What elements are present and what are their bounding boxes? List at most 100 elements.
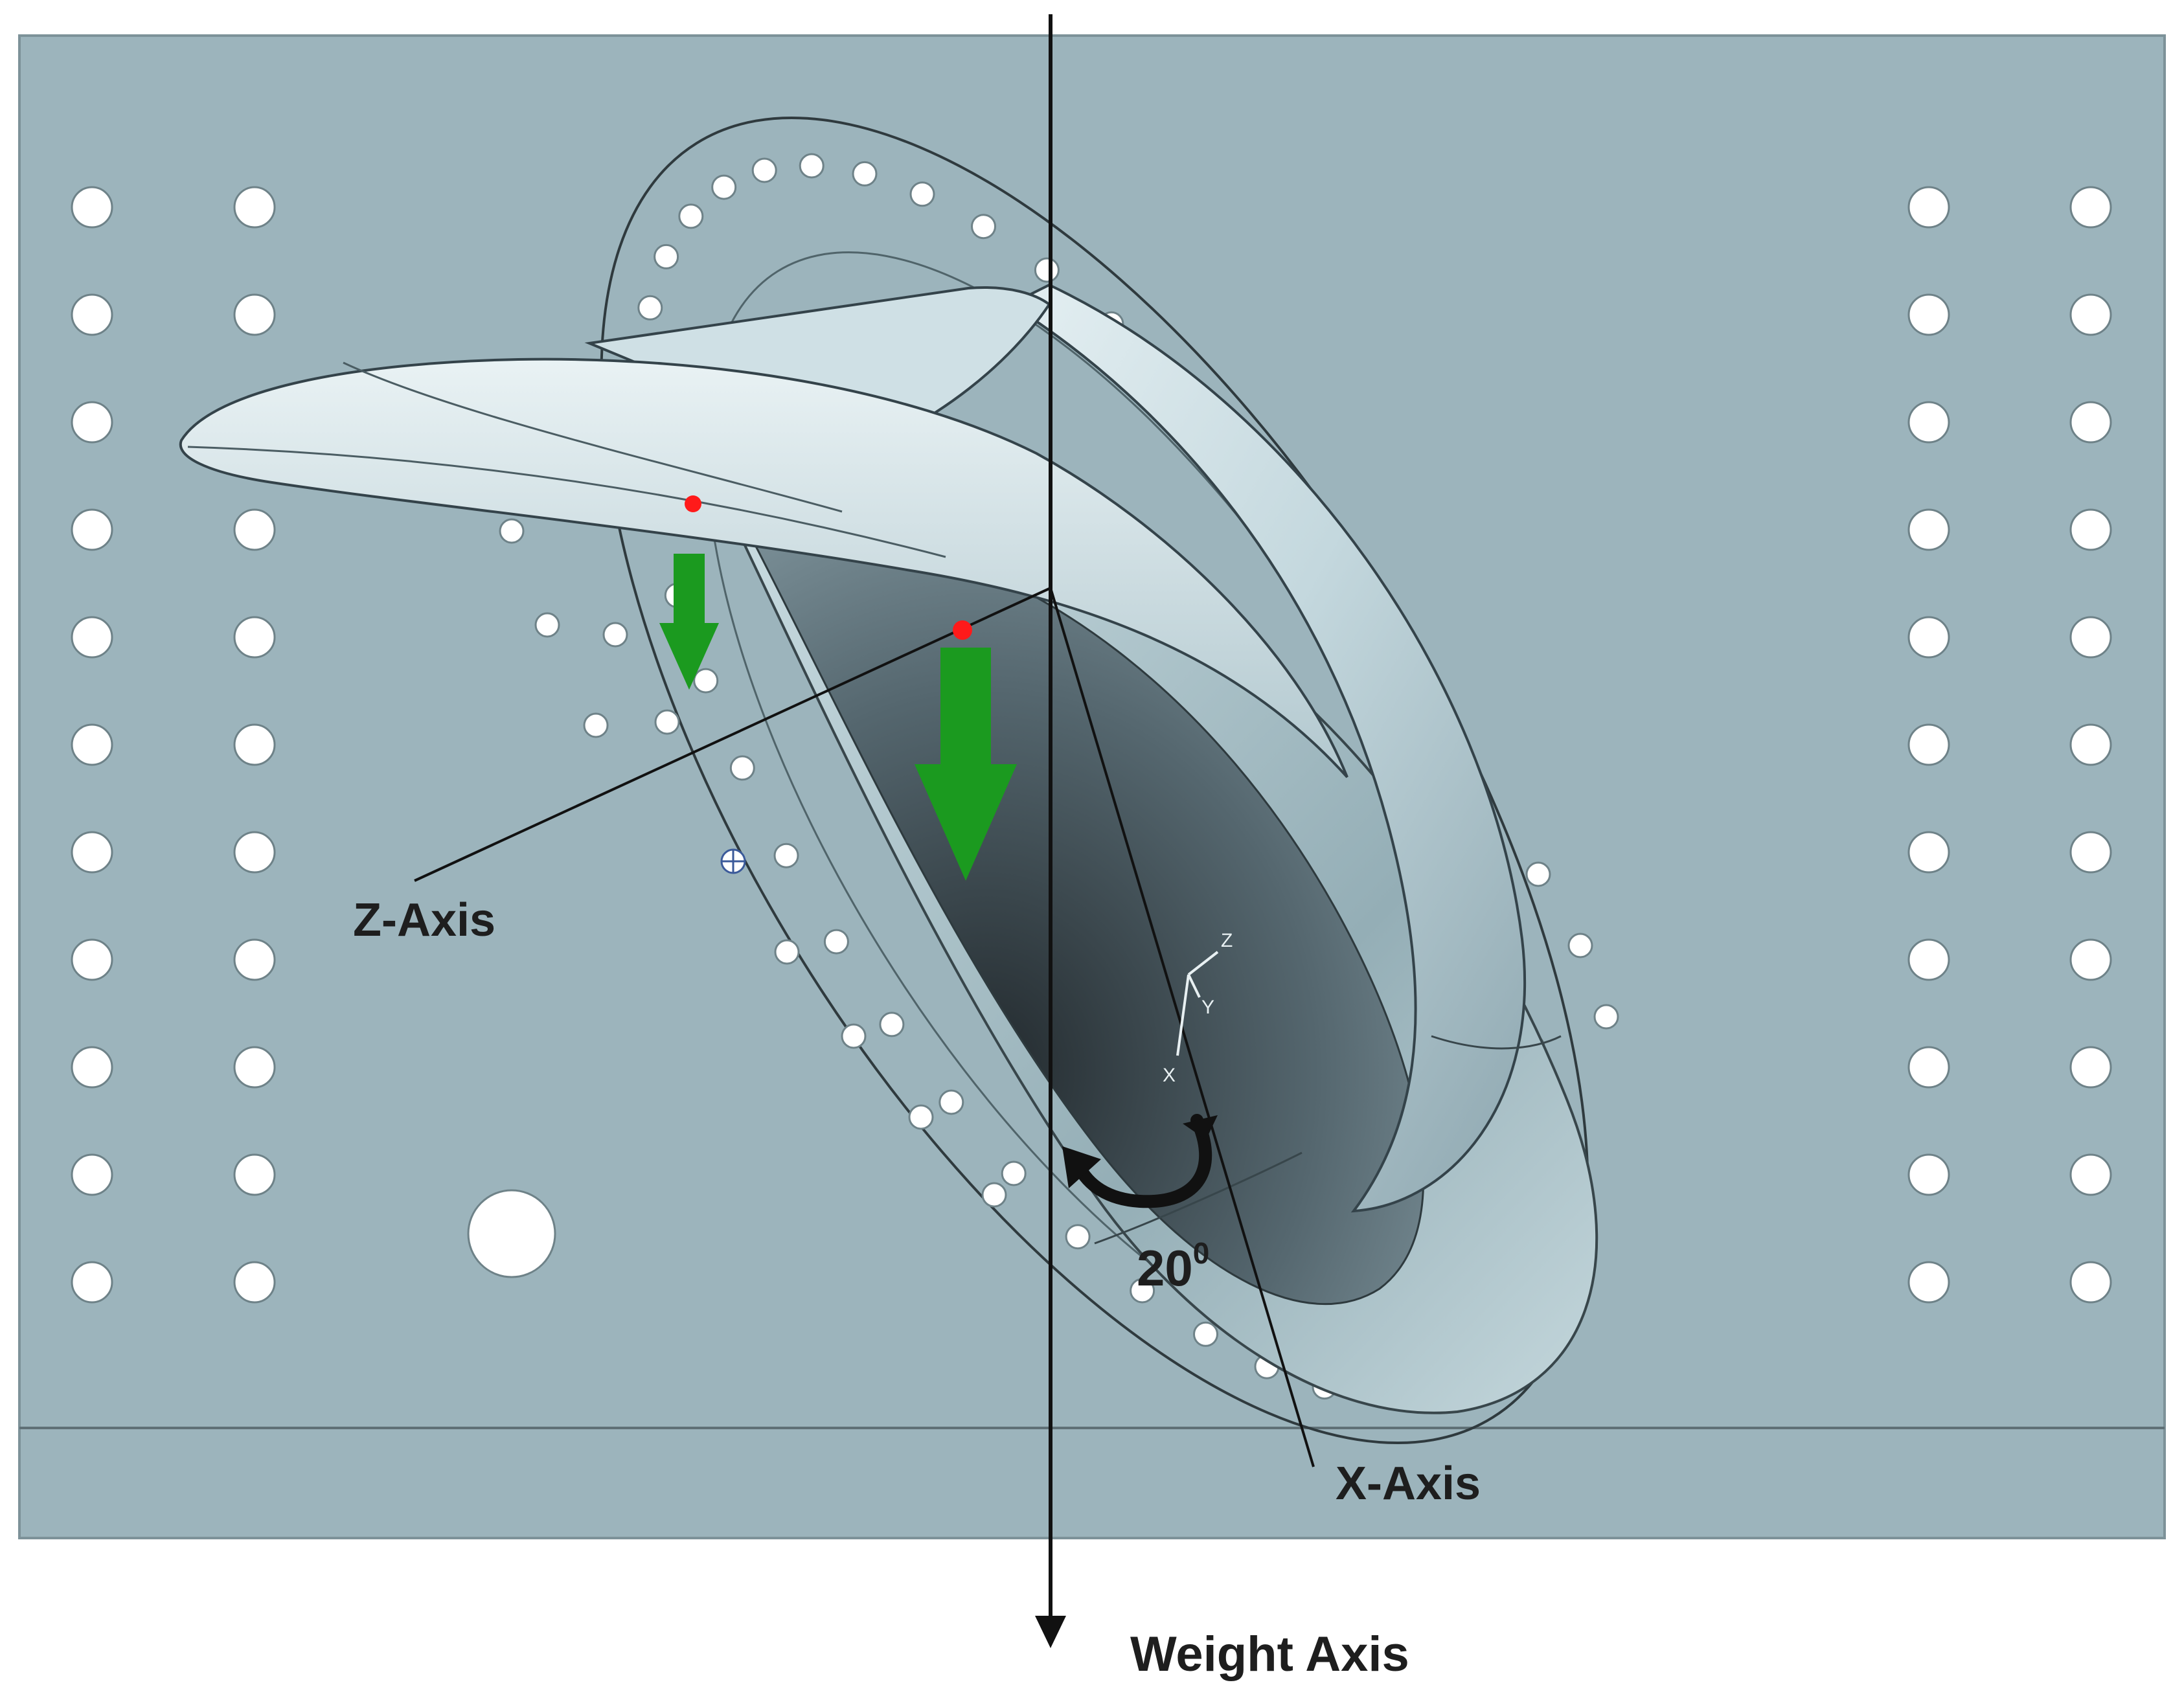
mounting-hole <box>71 508 113 551</box>
mounting-hole <box>1907 293 1950 336</box>
mounting-hole <box>751 157 777 183</box>
mounting-hole <box>1001 1160 1027 1186</box>
mounting-hole <box>71 293 113 336</box>
mounting-hole <box>2069 508 2112 551</box>
mounting-hole <box>909 181 935 207</box>
mounting-hole <box>852 161 878 187</box>
mounting-hole <box>841 1023 867 1049</box>
mounting-hole <box>233 831 276 874</box>
rotation-angle-label: 200 <box>1137 1236 1209 1296</box>
mounting-hole <box>71 1153 113 1196</box>
mounting-hole <box>71 831 113 874</box>
mounting-hole <box>2069 938 2112 981</box>
mounting-hole <box>1034 257 1060 283</box>
mounting-hole <box>908 1104 934 1130</box>
wing-lip <box>179 357 1348 778</box>
mounting-hole <box>773 843 799 868</box>
duct-seam <box>1431 1035 1562 1050</box>
center-of-mass-point-right <box>953 620 972 640</box>
mounting-hole <box>233 1261 276 1304</box>
mounting-hole <box>233 508 276 551</box>
mounting-hole <box>654 243 679 269</box>
mounting-hole <box>71 938 113 981</box>
triad-x-label: X <box>1163 1065 1176 1086</box>
mounting-hole <box>823 929 849 955</box>
mounting-hole <box>1065 1224 1091 1250</box>
mounting-hole <box>1907 1261 1950 1304</box>
mounting-hole <box>729 755 755 781</box>
mounting-hole <box>233 1153 276 1196</box>
mounting-hole <box>2069 1261 2112 1304</box>
mounting-hole <box>1567 933 1593 958</box>
mounting-hole <box>233 616 276 659</box>
mounting-hole <box>654 709 680 735</box>
center-of-mass-point-left <box>685 495 701 512</box>
mounting-hole <box>233 723 276 766</box>
angle-value: 20 <box>1137 1240 1193 1296</box>
mounting-hole <box>534 612 560 638</box>
mounting-hole <box>879 1012 905 1037</box>
mounting-hole <box>637 295 663 321</box>
mounting-hole <box>774 939 800 965</box>
mounting-hole <box>938 1089 964 1115</box>
mounting-hole <box>1907 616 1950 659</box>
triad-y-label: Y <box>1201 997 1214 1018</box>
coordinate-triad: Z Y X <box>1163 930 1233 1086</box>
duct-inner-shadow <box>749 530 1424 1305</box>
mounting-hole <box>233 293 276 336</box>
green-down-arrow-icon <box>659 554 719 690</box>
green-down-arrow-icon <box>915 648 1017 881</box>
mounting-hole <box>2069 293 2112 336</box>
mounting-hole <box>1907 831 1950 874</box>
mounting-hole <box>1907 1046 1950 1089</box>
mounting-hole <box>71 1261 113 1304</box>
mounting-hole <box>2069 1153 2112 1196</box>
mounting-hole <box>799 153 825 179</box>
mounting-hole <box>1525 861 1551 887</box>
weight-axis-arrowhead <box>1035 1616 1066 1648</box>
wing-crease <box>187 446 946 558</box>
duct-seam-lower <box>1094 1151 1302 1245</box>
mounting-hole <box>499 518 525 544</box>
large-mounting-hole <box>467 1189 556 1278</box>
mounting-hole <box>1907 186 1950 229</box>
right-hole-columns <box>1907 186 2112 1304</box>
mounting-hole <box>1907 401 1950 444</box>
wing-seam <box>343 361 843 513</box>
mounting-hole <box>71 723 113 766</box>
mounting-hole <box>2069 616 2112 659</box>
mounting-hole <box>1907 508 1950 551</box>
z-axis-label: Z-Axis <box>353 894 495 946</box>
mounting-hole <box>71 616 113 659</box>
angle-unit: 0 <box>1193 1236 1210 1270</box>
mounting-hole <box>1193 1321 1218 1347</box>
crosshair-target-icon <box>720 848 746 874</box>
curved-vane <box>1007 283 1527 1213</box>
x-axis-label: X-Axis <box>1336 1458 1481 1510</box>
mounting-hole <box>971 214 996 240</box>
mounting-hole <box>1907 1153 1950 1196</box>
mounting-hole <box>1130 1278 1155 1304</box>
mounting-hole <box>71 186 113 229</box>
mounting-hole <box>233 186 276 229</box>
mounting-hole <box>2069 831 2112 874</box>
mounting-hole <box>2069 186 2112 229</box>
triad-z-label: Z <box>1221 930 1233 951</box>
mounting-hole <box>1907 938 1950 981</box>
mounting-hole <box>693 668 719 694</box>
mounting-hole <box>233 938 276 981</box>
mounting-hole <box>981 1182 1007 1208</box>
mounting-hole <box>2069 401 2112 444</box>
mounting-hole <box>678 203 704 229</box>
mounting-hole <box>2069 1046 2112 1089</box>
z-axis-line <box>414 587 1051 882</box>
mounting-hole <box>233 1046 276 1089</box>
mounting-hole <box>2069 723 2112 766</box>
mounting-hole <box>71 401 113 444</box>
weight-axis-label: Weight Axis <box>1130 1627 1409 1682</box>
mounting-hole <box>602 622 628 648</box>
curved-rotation-arrow-icon <box>1062 1114 1218 1208</box>
mounting-hole <box>583 712 609 738</box>
